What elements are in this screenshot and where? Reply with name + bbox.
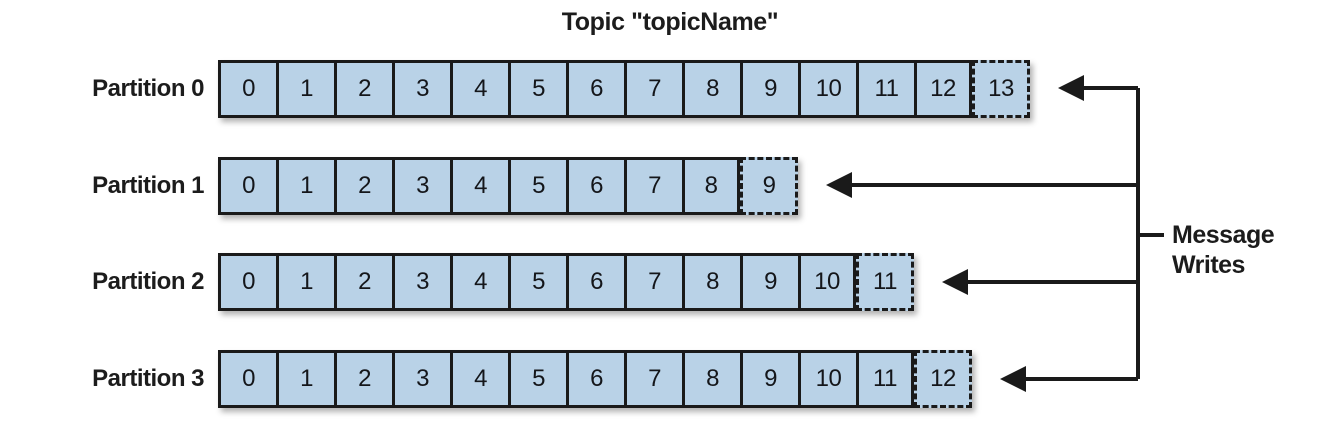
pending-message-cell: 12 bbox=[914, 350, 972, 408]
message-cell: 1 bbox=[276, 350, 334, 408]
message-cell: 4 bbox=[450, 60, 508, 118]
message-writes-label: Message Writes bbox=[1172, 220, 1275, 280]
message-cell: 4 bbox=[450, 253, 508, 311]
message-cell: 0 bbox=[218, 350, 276, 408]
partition-label-3: Partition 3 bbox=[92, 365, 204, 392]
arrowhead-partition-3 bbox=[1000, 366, 1026, 392]
message-cell: 10 bbox=[798, 60, 856, 118]
message-cell: 7 bbox=[624, 350, 682, 408]
pending-message-cell: 9 bbox=[740, 157, 798, 215]
message-cell: 2 bbox=[334, 253, 392, 311]
message-cell: 5 bbox=[508, 157, 566, 215]
pending-message-cell: 11 bbox=[856, 253, 914, 311]
message-cell: 6 bbox=[566, 253, 624, 311]
message-cell: 3 bbox=[392, 157, 450, 215]
message-cell: 1 bbox=[276, 157, 334, 215]
message-cell: 2 bbox=[334, 60, 392, 118]
message-cell: 11 bbox=[856, 60, 914, 118]
message-cell: 7 bbox=[624, 60, 682, 118]
partition-label-1: Partition 1 bbox=[92, 172, 204, 199]
arrowhead-partition-2 bbox=[942, 269, 968, 295]
topic-title: Topic "topicName" bbox=[561, 8, 779, 36]
message-cell: 1 bbox=[276, 253, 334, 311]
partition-label-2: Partition 2 bbox=[92, 268, 204, 295]
message-cell: 2 bbox=[334, 157, 392, 215]
arrowhead-partition-0 bbox=[1058, 75, 1084, 101]
message-cell: 6 bbox=[566, 60, 624, 118]
message-cell: 1 bbox=[276, 60, 334, 118]
partition-label-0: Partition 0 bbox=[92, 75, 204, 102]
message-cell: 0 bbox=[218, 60, 276, 118]
message-writes-line-1: Message bbox=[1172, 221, 1275, 249]
message-cell: 2 bbox=[334, 350, 392, 408]
message-cell: 8 bbox=[682, 350, 740, 408]
message-cell: 12 bbox=[914, 60, 972, 118]
message-writes-line-2: Writes bbox=[1172, 251, 1245, 279]
message-cell: 4 bbox=[450, 157, 508, 215]
pending-message-cell: 13 bbox=[972, 60, 1030, 118]
message-cell: 7 bbox=[624, 157, 682, 215]
message-cell: 4 bbox=[450, 350, 508, 408]
message-cell: 8 bbox=[682, 253, 740, 311]
message-cell: 0 bbox=[218, 157, 276, 215]
message-cell: 7 bbox=[624, 253, 682, 311]
message-cell: 3 bbox=[392, 253, 450, 311]
message-cell: 8 bbox=[682, 157, 740, 215]
message-cell: 6 bbox=[566, 350, 624, 408]
message-cell: 9 bbox=[740, 60, 798, 118]
message-cell: 5 bbox=[508, 350, 566, 408]
message-cell: 3 bbox=[392, 350, 450, 408]
message-cell: 3 bbox=[392, 60, 450, 118]
message-cell: 11 bbox=[856, 350, 914, 408]
message-cell: 0 bbox=[218, 253, 276, 311]
message-cell: 6 bbox=[566, 157, 624, 215]
message-cell: 5 bbox=[508, 253, 566, 311]
message-cell: 9 bbox=[740, 350, 798, 408]
message-cell: 9 bbox=[740, 253, 798, 311]
message-cell: 5 bbox=[508, 60, 566, 118]
message-cell: 8 bbox=[682, 60, 740, 118]
message-cell: 10 bbox=[798, 253, 856, 311]
message-cell: 10 bbox=[798, 350, 856, 408]
arrowhead-partition-1 bbox=[826, 172, 852, 198]
